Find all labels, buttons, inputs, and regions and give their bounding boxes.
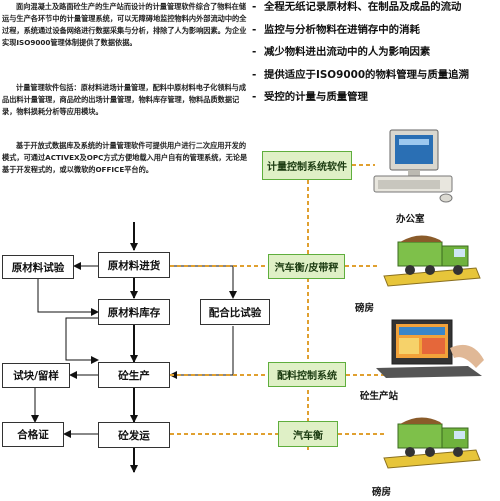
feature-item: -全程无纸记录原材料、在制品及成品的流动 [252,1,462,13]
bullet-dash-icon: - [252,46,257,59]
plant-caption: 砼生产站 [360,391,399,402]
truck-on-scale-illustration [383,235,481,287]
concrete-production-box: 砼生产 [98,362,170,388]
bullet-dash-icon: - [252,1,257,13]
intro-paragraph-2: 计量管理软件包括：原材料进场计量管理，配料中原材料电子化领料与成品出料计量管理，… [2,83,247,116]
weighroom-caption-2: 磅房 [372,487,392,498]
truck-belt-scale-box: 汽车衡/皮带秤 [268,254,345,279]
mix-ratio-test-box: 配合比试验 [200,299,270,325]
batching-control-box: 配料控制系统 [268,362,346,387]
truck-scale-box: 汽车衡 [278,421,338,447]
feature-item: -受控的计量与质量管理 [252,91,368,104]
raw-material-stock-box: 原材料库存 [98,299,170,325]
concrete-dispatch-box: 砼发运 [98,422,170,448]
raw-material-intake-box: 原材料进货 [98,252,170,278]
bullet-dash-icon: - [252,23,257,36]
feature-item: -监控与分析物料在进销存中的消耗 [252,23,420,36]
metering-software-box: 计量控制系统软件 [262,151,352,180]
feature-item: -减少物料进出流动中的人为影响因素 [252,46,431,59]
raw-material-test-box: 原材料试验 [2,255,74,279]
bullet-dash-icon: - [252,91,257,104]
truck-on-scale-illustration-2 [383,417,481,469]
block-sample-box: 试块/留样 [2,363,70,388]
office-computer-illustration [373,129,453,203]
feature-item: -提供适应于ISO9000的物料管理与质量追溯 [252,68,469,81]
weighroom-caption-1: 磅房 [355,303,375,314]
bullet-dash-icon: - [252,68,257,81]
intro-paragraph-1: 面向混凝土及路面砼生产的生产站而设计的计量管理软件综合了物料在储运与生产各环节中… [2,2,247,47]
feature-list: -全程无纸记录原材料、在制品及成品的流动 -监控与分析物料在进销存中的消耗 -减… [250,0,500,113]
plant-control-computer-illustration [376,319,484,378]
certificate-box: 合格证 [2,422,64,447]
intro-paragraph-3: 基于开放式数据库及系统的计量管理软件可提供用户进行二次应用开发的模式，可通过AC… [2,141,248,174]
office-caption: 办公室 [396,214,425,225]
